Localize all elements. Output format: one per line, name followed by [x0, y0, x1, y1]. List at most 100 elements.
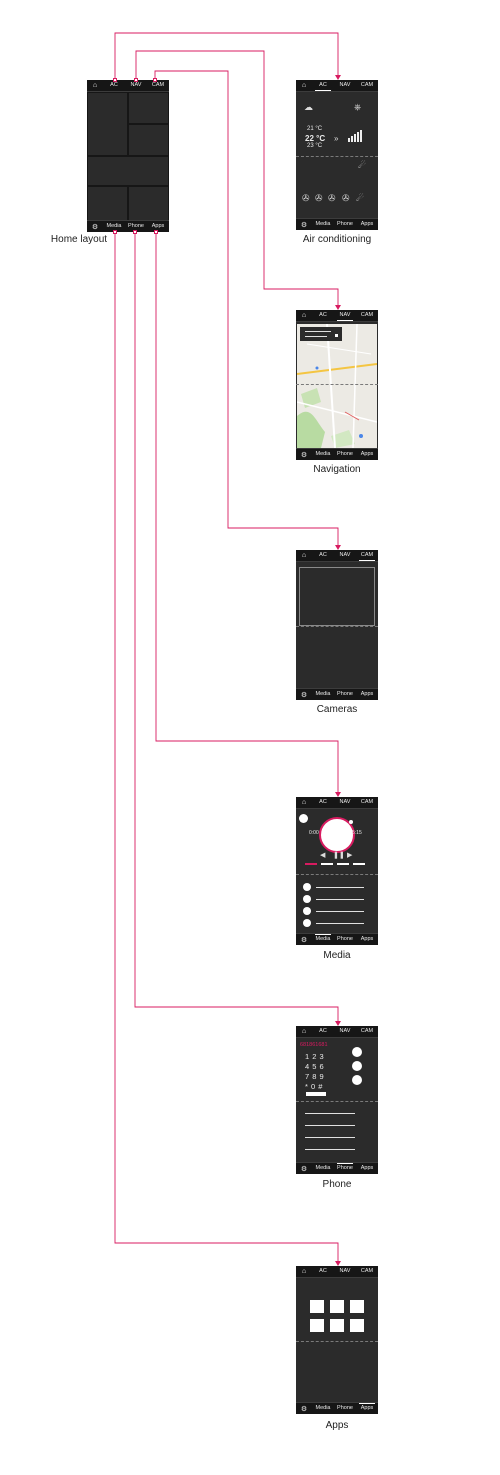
app-tile-1[interactable] [310, 1300, 324, 1313]
gear-icon[interactable]: ⚙ [300, 1165, 308, 1173]
tab-media[interactable]: Media [315, 451, 331, 457]
gear-icon[interactable]: ⚙ [300, 451, 308, 459]
map-view[interactable] [297, 324, 377, 448]
fan-icon[interactable]: » [334, 134, 339, 143]
tile-left-top[interactable] [87, 92, 128, 156]
tab-nav[interactable]: NAV [339, 552, 351, 558]
tab-apps[interactable]: Apps [356, 1403, 378, 1414]
tile-right-top[interactable] [128, 92, 169, 124]
tab-media[interactable]: Media [315, 691, 331, 697]
tab-phone[interactable]: Phone [337, 451, 353, 457]
next-icon[interactable]: ▶ [347, 852, 353, 859]
gear-icon[interactable]: ⚙ [300, 1405, 308, 1413]
tab-ac[interactable]: AC [312, 80, 334, 91]
tab-phone[interactable]: Phone [337, 1405, 353, 1411]
app-tile-3[interactable] [350, 1300, 364, 1313]
source-tab-1[interactable] [305, 863, 317, 865]
tab-ac[interactable]: AC [319, 552, 327, 558]
tab-media[interactable]: Media [312, 934, 334, 945]
tab-media[interactable]: Media [315, 1165, 331, 1171]
call-button[interactable] [306, 1092, 326, 1096]
tab-nav[interactable]: NAV [339, 82, 351, 88]
home-icon[interactable]: ⌂ [301, 82, 307, 89]
list-item-1-line[interactable] [316, 887, 364, 888]
airflow-feet-icon[interactable]: ✇ [315, 193, 323, 203]
tab-ac[interactable]: AC [319, 312, 327, 318]
tab-apps[interactable]: Apps [360, 936, 374, 942]
tab-nav[interactable]: NAV [130, 82, 142, 88]
tab-apps[interactable]: Apps [151, 223, 165, 229]
airflow-both-icon[interactable]: ✇ [328, 193, 336, 203]
home-icon[interactable]: ⌂ [92, 82, 98, 89]
call-log-line-4[interactable] [305, 1149, 355, 1150]
list-item-2-line[interactable] [316, 899, 364, 900]
tab-apps[interactable]: Apps [360, 451, 374, 457]
tab-ac[interactable]: AC [110, 82, 118, 88]
tab-phone[interactable]: Phone [128, 223, 144, 229]
airflow-face-icon[interactable]: ✇ [302, 193, 310, 203]
app-tile-4[interactable] [310, 1319, 324, 1332]
tab-media[interactable]: Media [106, 223, 122, 229]
tab-nav[interactable]: NAV [334, 310, 356, 321]
seat-icon[interactable]: ⎈ [354, 102, 362, 112]
source-tab-2[interactable] [321, 863, 333, 865]
list-item-3-line[interactable] [316, 911, 364, 912]
list-item-2-dot[interactable] [303, 895, 311, 903]
tab-apps[interactable]: Apps [360, 1165, 374, 1171]
tile-bottom-left[interactable] [87, 186, 128, 221]
pause-icon[interactable]: ❚❚ [333, 852, 345, 859]
camera-frame[interactable] [299, 567, 375, 626]
call-log-line-3[interactable] [305, 1137, 355, 1138]
tile-wide[interactable] [87, 156, 169, 186]
signal-bars-icon[interactable] [348, 130, 364, 142]
call-log-line-1[interactable] [305, 1113, 355, 1114]
keypad-row-3[interactable]: 7 8 9 [305, 1072, 325, 1081]
tab-nav[interactable]: NAV [339, 799, 351, 805]
gear-icon[interactable]: ⚙ [300, 691, 308, 699]
keypad-row-2[interactable]: 4 5 6 [305, 1062, 325, 1071]
tab-cam[interactable]: CAM [356, 550, 378, 561]
tab-cam[interactable]: CAM [360, 1268, 374, 1274]
list-item-1-dot[interactable] [303, 883, 311, 891]
tab-nav[interactable]: NAV [339, 1028, 351, 1034]
tab-apps[interactable]: Apps [360, 691, 374, 697]
source-tab-3[interactable] [337, 863, 349, 865]
gear-icon[interactable]: ⚙ [300, 221, 308, 229]
defrost-rear-icon[interactable]: ☄ [356, 193, 365, 203]
tab-apps[interactable]: Apps [360, 221, 374, 227]
keypad-row-1[interactable]: 1 2 3 [305, 1052, 325, 1061]
contact-dot-1[interactable] [352, 1047, 362, 1057]
list-item-4-dot[interactable] [303, 919, 311, 927]
app-tile-5[interactable] [330, 1319, 344, 1332]
home-icon[interactable]: ⌂ [301, 1268, 307, 1275]
tile-right-mid[interactable] [128, 124, 169, 156]
gear-icon[interactable]: ⚙ [300, 936, 308, 944]
tab-media[interactable]: Media [315, 221, 331, 227]
tab-phone[interactable]: Phone [337, 691, 353, 697]
contact-dot-3[interactable] [352, 1075, 362, 1085]
tab-phone[interactable]: Phone [334, 1163, 356, 1174]
home-icon[interactable]: ⌂ [301, 799, 307, 806]
tab-ac[interactable]: AC [319, 1028, 327, 1034]
gear-icon[interactable]: ⚙ [91, 223, 99, 231]
tab-ac[interactable]: AC [319, 1268, 327, 1274]
contact-dot-2[interactable] [352, 1061, 362, 1071]
car-airflow-icon[interactable]: ☁ [304, 102, 313, 112]
tab-cam[interactable]: CAM [360, 82, 374, 88]
defrost-icon[interactable]: ☄ [358, 160, 367, 170]
previous-icon[interactable]: ◀ [320, 852, 326, 859]
source-dot[interactable] [299, 814, 308, 823]
app-tile-6[interactable] [350, 1319, 364, 1332]
route-card[interactable] [300, 327, 342, 341]
home-icon[interactable]: ⌂ [301, 312, 307, 319]
tab-nav[interactable]: NAV [339, 1268, 351, 1274]
tab-cam[interactable]: CAM [151, 82, 165, 88]
tab-cam[interactable]: CAM [360, 312, 374, 318]
app-tile-2[interactable] [330, 1300, 344, 1313]
tab-media[interactable]: Media [315, 1405, 331, 1411]
tab-cam[interactable]: CAM [360, 1028, 374, 1034]
list-item-3-dot[interactable] [303, 907, 311, 915]
tab-phone[interactable]: Phone [337, 936, 353, 942]
tab-cam[interactable]: CAM [360, 799, 374, 805]
call-log-line-2[interactable] [305, 1125, 355, 1126]
